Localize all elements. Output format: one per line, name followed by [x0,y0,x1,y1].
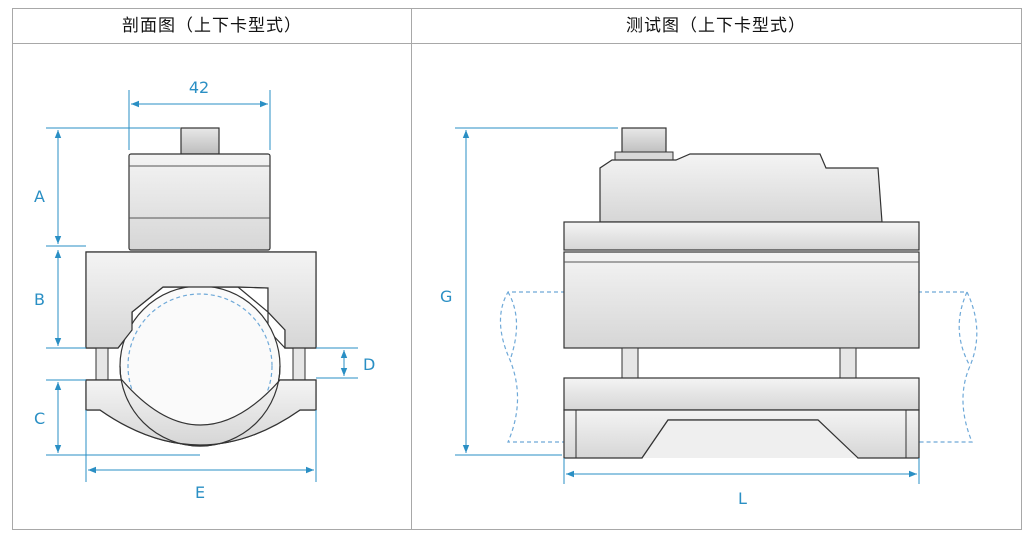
pipe-dashed-right [918,291,978,443]
dim-label-D: D [363,355,375,374]
test-view: G L [440,127,978,508]
dim-label-G: G [440,287,452,306]
header-divider [13,43,1021,44]
bolt-right-side [839,347,857,379]
sensor-base-side [563,221,920,251]
right-bolt [292,347,306,381]
bolt-left-side [621,347,639,379]
sensor-knob-side [621,127,667,155]
sensor-housing-side [599,153,883,223]
dim-label-C: C [34,409,45,428]
dim-label-L: L [738,489,747,508]
dim-label-E: E [195,483,205,502]
left-bolt [95,347,109,381]
section-view-title: 剖面图（上下卡型式） [122,16,302,36]
section-view: 42 A B C D E [34,78,375,502]
drawing-frame: 剖面图（上下卡型式） 测试图（上下卡型式） [12,8,1022,530]
dim-label-B: B [34,290,45,309]
dim-label-42: 42 [189,78,209,97]
test-view-title: 测试图（上下卡型式） [626,16,806,36]
lower-clamp-side [563,377,920,411]
sensor-housing [128,153,271,251]
sensor-knob [180,127,220,155]
pipe-dashed-left [499,291,565,443]
upper-clamp-side [563,251,920,349]
panel-divider [411,9,412,529]
dim-label-A: A [34,187,45,206]
